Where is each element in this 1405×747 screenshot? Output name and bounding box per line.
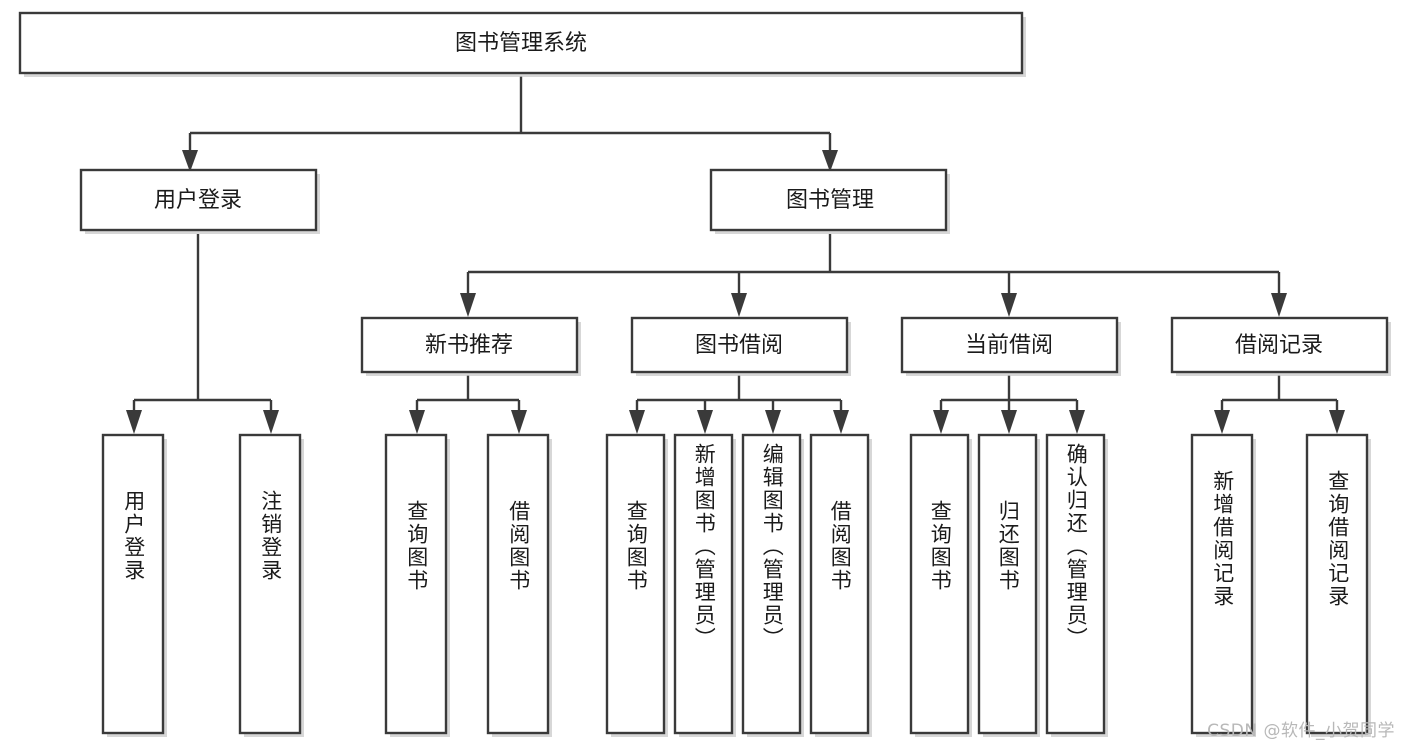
node-leaf-box-borrow-record-1[interactable] (1190, 433, 1254, 735)
node-book-management-label: 图书管理 (786, 188, 874, 213)
arrow-to-book-borrow (731, 293, 747, 317)
arrow-leaf-user-login-1 (126, 410, 142, 434)
node-new-book-box[interactable] (360, 316, 579, 374)
arrow-leaf-borrow-record-2 (1329, 410, 1345, 434)
arrow-to-borrow-record (1271, 293, 1287, 317)
arrow-to-current-borrow (1001, 293, 1017, 317)
arrow-leaf-new-book-2 (511, 410, 527, 434)
node-leaf-box-user-login-1[interactable] (101, 433, 165, 735)
node-leaf-box-book-borrow-3[interactable] (741, 433, 802, 735)
node-borrow-record-label: 借阅记录 (1235, 333, 1323, 358)
node-user-login-box[interactable] (79, 168, 318, 232)
arrow-leaf-borrow-record-1 (1214, 410, 1230, 434)
node-leaf-box-user-login-2[interactable] (238, 433, 302, 735)
arrow-leaf-current-borrow-2 (1001, 410, 1017, 434)
node-leaf-box-book-borrow-4[interactable] (809, 433, 870, 735)
node-current-borrow-box[interactable] (900, 316, 1119, 374)
node-book-borrow-box[interactable] (630, 316, 849, 374)
node-leaf-box-current-borrow-2[interactable] (977, 433, 1038, 735)
watermark-text: CSDN @软件_小贺同学 (1207, 721, 1395, 741)
node-leaf-box-current-borrow-3[interactable] (1045, 433, 1106, 735)
node-layer: 图书管理系统 用户登录 图书管理 新书推荐 图书借阅 当前借阅 借阅记录 (18, 11, 1391, 737)
node-borrow-record-box[interactable] (1170, 316, 1389, 374)
node-leaf-box-current-borrow-1[interactable] (909, 433, 970, 735)
arrow-leaf-user-login-2 (263, 410, 279, 434)
arrow-to-user-login (182, 150, 198, 172)
node-current-borrow-label: 当前借阅 (965, 333, 1053, 358)
node-root-label: 图书管理系统 (455, 31, 587, 56)
arrow-leaf-book-borrow-4 (833, 410, 849, 434)
node-root-box[interactable] (18, 11, 1024, 75)
arrow-leaf-book-borrow-3 (765, 410, 781, 434)
arrow-leaf-book-borrow-2 (697, 410, 713, 434)
arrow-leaf-book-borrow-1 (629, 410, 645, 434)
connector-layer (126, 76, 1345, 434)
arrow-to-new-book (460, 293, 476, 317)
node-leaf-box-new-book-1[interactable] (384, 433, 448, 735)
node-book-borrow-label: 图书借阅 (695, 333, 783, 358)
arrow-leaf-new-book-1 (409, 410, 425, 434)
node-leaf-box-borrow-record-2[interactable] (1305, 433, 1369, 735)
arrow-to-book-management (822, 150, 838, 172)
node-new-book-label: 新书推荐 (425, 333, 513, 358)
node-leaf-box-book-borrow-1[interactable] (605, 433, 666, 735)
arrow-leaf-current-borrow-3 (1069, 410, 1085, 434)
node-book-management-box[interactable] (709, 168, 948, 232)
node-leaf-box-new-book-2[interactable] (486, 433, 550, 735)
node-leaf-box-book-borrow-2[interactable] (673, 433, 734, 735)
node-user-login-label: 用户登录 (154, 188, 242, 213)
arrow-leaf-current-borrow-1 (933, 410, 949, 434)
